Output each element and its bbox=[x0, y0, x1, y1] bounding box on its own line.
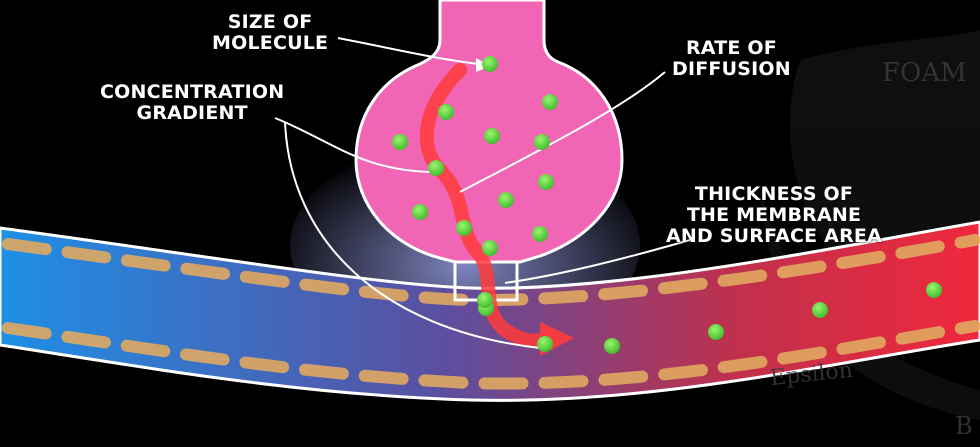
label-size-of-molecule: SIZE OF MOLECULE bbox=[212, 12, 328, 54]
molecule-vessel-1 bbox=[537, 336, 553, 352]
molecule-alveolus-11 bbox=[456, 220, 472, 236]
molecule-alveolus-7 bbox=[428, 160, 444, 176]
molecule-vessel-5 bbox=[926, 282, 942, 298]
label-thickness-line2: THE MEMBRANE bbox=[686, 204, 862, 226]
leader-size-of-molecule bbox=[337, 37, 489, 66]
molecule-vessel-6 bbox=[477, 292, 493, 308]
watermark-text-top: FOAM bbox=[882, 58, 967, 88]
leader-concentration-gradient-2 bbox=[284, 121, 541, 349]
molecule-alveolus-3 bbox=[438, 104, 454, 120]
label-thickness-line1: THICKNESS OF bbox=[694, 183, 854, 205]
molecules bbox=[392, 56, 942, 354]
label-concentration-gradient: CONCENTRATION GRADIENT bbox=[100, 82, 284, 124]
membrane-dashes-bottom bbox=[2, 320, 980, 390]
watermark-text-bottom: B bbox=[955, 412, 973, 440]
label-concentration-gradient-line1: CONCENTRATION bbox=[100, 81, 285, 103]
molecule-alveolus-6 bbox=[534, 134, 550, 150]
label-thickness-line3: AND SURFACE AREA bbox=[666, 225, 882, 247]
molecule-alveolus-1 bbox=[482, 56, 498, 72]
molecule-vessel-4 bbox=[812, 302, 828, 318]
molecule-alveolus-13 bbox=[482, 240, 498, 256]
molecule-alveolus-5 bbox=[484, 128, 500, 144]
molecule-alveolus-2 bbox=[542, 94, 558, 110]
molecule-vessel-2 bbox=[604, 338, 620, 354]
label-thickness-membrane: THICKNESS OF THE MEMBRANE AND SURFACE AR… bbox=[666, 184, 882, 247]
leader-rate-of-diffusion bbox=[459, 71, 666, 193]
molecule-alveolus-9 bbox=[498, 192, 514, 208]
leader-thickness bbox=[504, 239, 691, 284]
molecule-alveolus-8 bbox=[538, 174, 554, 190]
leader-lines bbox=[274, 37, 691, 349]
molecule-alveolus-12 bbox=[532, 226, 548, 242]
molecule-alveolus-4 bbox=[392, 134, 408, 150]
molecule-alveolus-10 bbox=[412, 204, 428, 220]
label-concentration-gradient-line2: GRADIENT bbox=[136, 102, 248, 124]
molecule-vessel-3 bbox=[708, 324, 724, 340]
label-rate-of-diffusion-line1: RATE OF bbox=[685, 37, 777, 59]
label-size-of-molecule-line1: SIZE OF bbox=[227, 11, 313, 33]
label-rate-of-diffusion-line2: DIFFUSION bbox=[672, 58, 791, 80]
label-rate-of-diffusion: RATE OF DIFFUSION bbox=[672, 38, 791, 80]
membrane-dashes-top bbox=[2, 234, 980, 307]
label-size-of-molecule-line2: MOLECULE bbox=[212, 32, 329, 54]
leader-concentration-gradient bbox=[274, 117, 431, 173]
